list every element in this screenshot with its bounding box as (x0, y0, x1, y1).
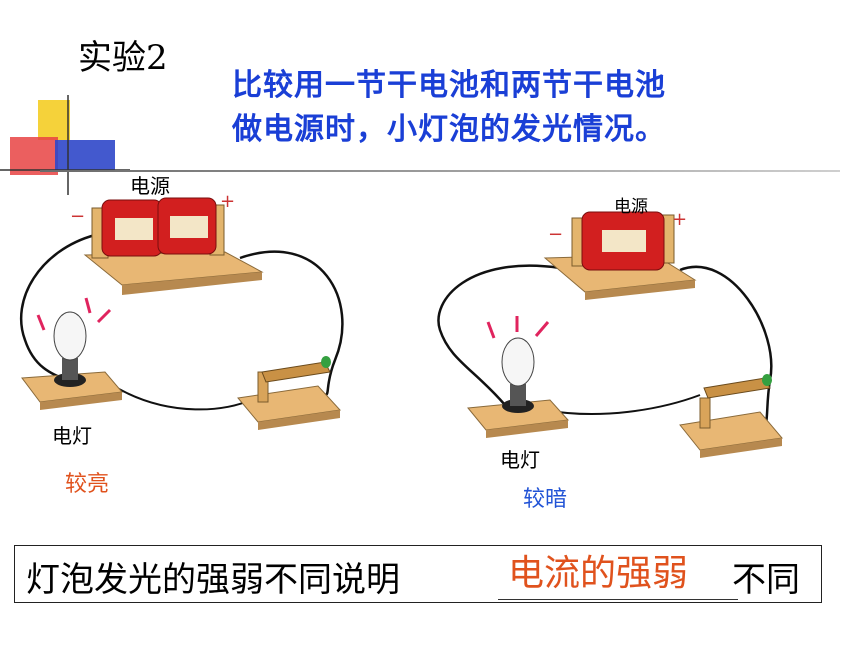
left-switch-lever (261, 361, 331, 383)
right-wire-1 (437, 264, 561, 406)
left-ray-1 (36, 314, 46, 331)
headline-line-1: 比较用一节干电池和两节干电池 (232, 68, 666, 103)
conclusion-box (14, 545, 822, 603)
right-switch-post (699, 397, 711, 429)
left-lamp-neck (62, 358, 78, 380)
header-divider (40, 170, 840, 172)
right-brightness-label: 较暗 (523, 487, 568, 512)
headline-line-2: 做电源时，小灯泡的发光情况。 (232, 112, 666, 147)
left-switch-base-edge (258, 410, 340, 430)
right-switch-lever (703, 377, 771, 399)
right-source-label: 电源 (614, 197, 648, 217)
decorative-squares (0, 95, 130, 195)
right-lamp-base-edge (486, 420, 568, 438)
left-cell-2-label (170, 216, 208, 238)
left-ray-3 (96, 308, 112, 324)
right-minus-sign: − (548, 224, 563, 245)
right-wire-2 (679, 265, 773, 434)
right-ray-1 (486, 321, 496, 339)
left-lamp-label: 电灯 (52, 424, 92, 448)
yellow-square (38, 100, 70, 140)
left-wire-1 (19, 233, 96, 384)
left-minus-sign: − (70, 206, 85, 227)
left-cell-1-label (115, 218, 153, 240)
red-square (10, 137, 58, 175)
right-switch-knob (762, 374, 772, 386)
left-circuit: − + (19, 191, 344, 430)
blue-square (55, 140, 115, 170)
right-cell-label (602, 230, 646, 252)
right-battery-base-edge (585, 280, 695, 300)
left-plus-sign: + (220, 191, 235, 212)
right-bulb (501, 337, 535, 387)
circuit-illustrations: − + − + (19, 191, 783, 458)
right-circuit: − + (437, 209, 783, 458)
answer-blank-line (498, 599, 738, 600)
slide-title: 实验2 (78, 38, 168, 78)
left-brightness-label: 较亮 (65, 472, 110, 497)
right-wire-3 (544, 394, 701, 415)
left-battery-base-edge (122, 272, 262, 295)
conclusion-suffix: 不同 (732, 560, 800, 600)
left-wire-3 (111, 384, 251, 411)
left-source-label: 电源 (130, 174, 170, 198)
left-bulb (53, 311, 87, 361)
conclusion-prefix: 灯泡发光的强弱不同说明 (26, 560, 400, 600)
left-lamp-base-edge (40, 392, 122, 410)
right-switch-base-edge (700, 438, 782, 458)
left-switch-knob (321, 356, 331, 368)
right-ray-3 (534, 321, 550, 337)
left-ray-2 (84, 297, 92, 314)
right-plus-sign: + (672, 209, 687, 230)
left-wire-2 (239, 250, 344, 397)
right-lamp-neck (510, 384, 526, 406)
right-lamp-label: 电灯 (500, 448, 540, 472)
conclusion-answer: 电流的强弱 (508, 553, 689, 594)
